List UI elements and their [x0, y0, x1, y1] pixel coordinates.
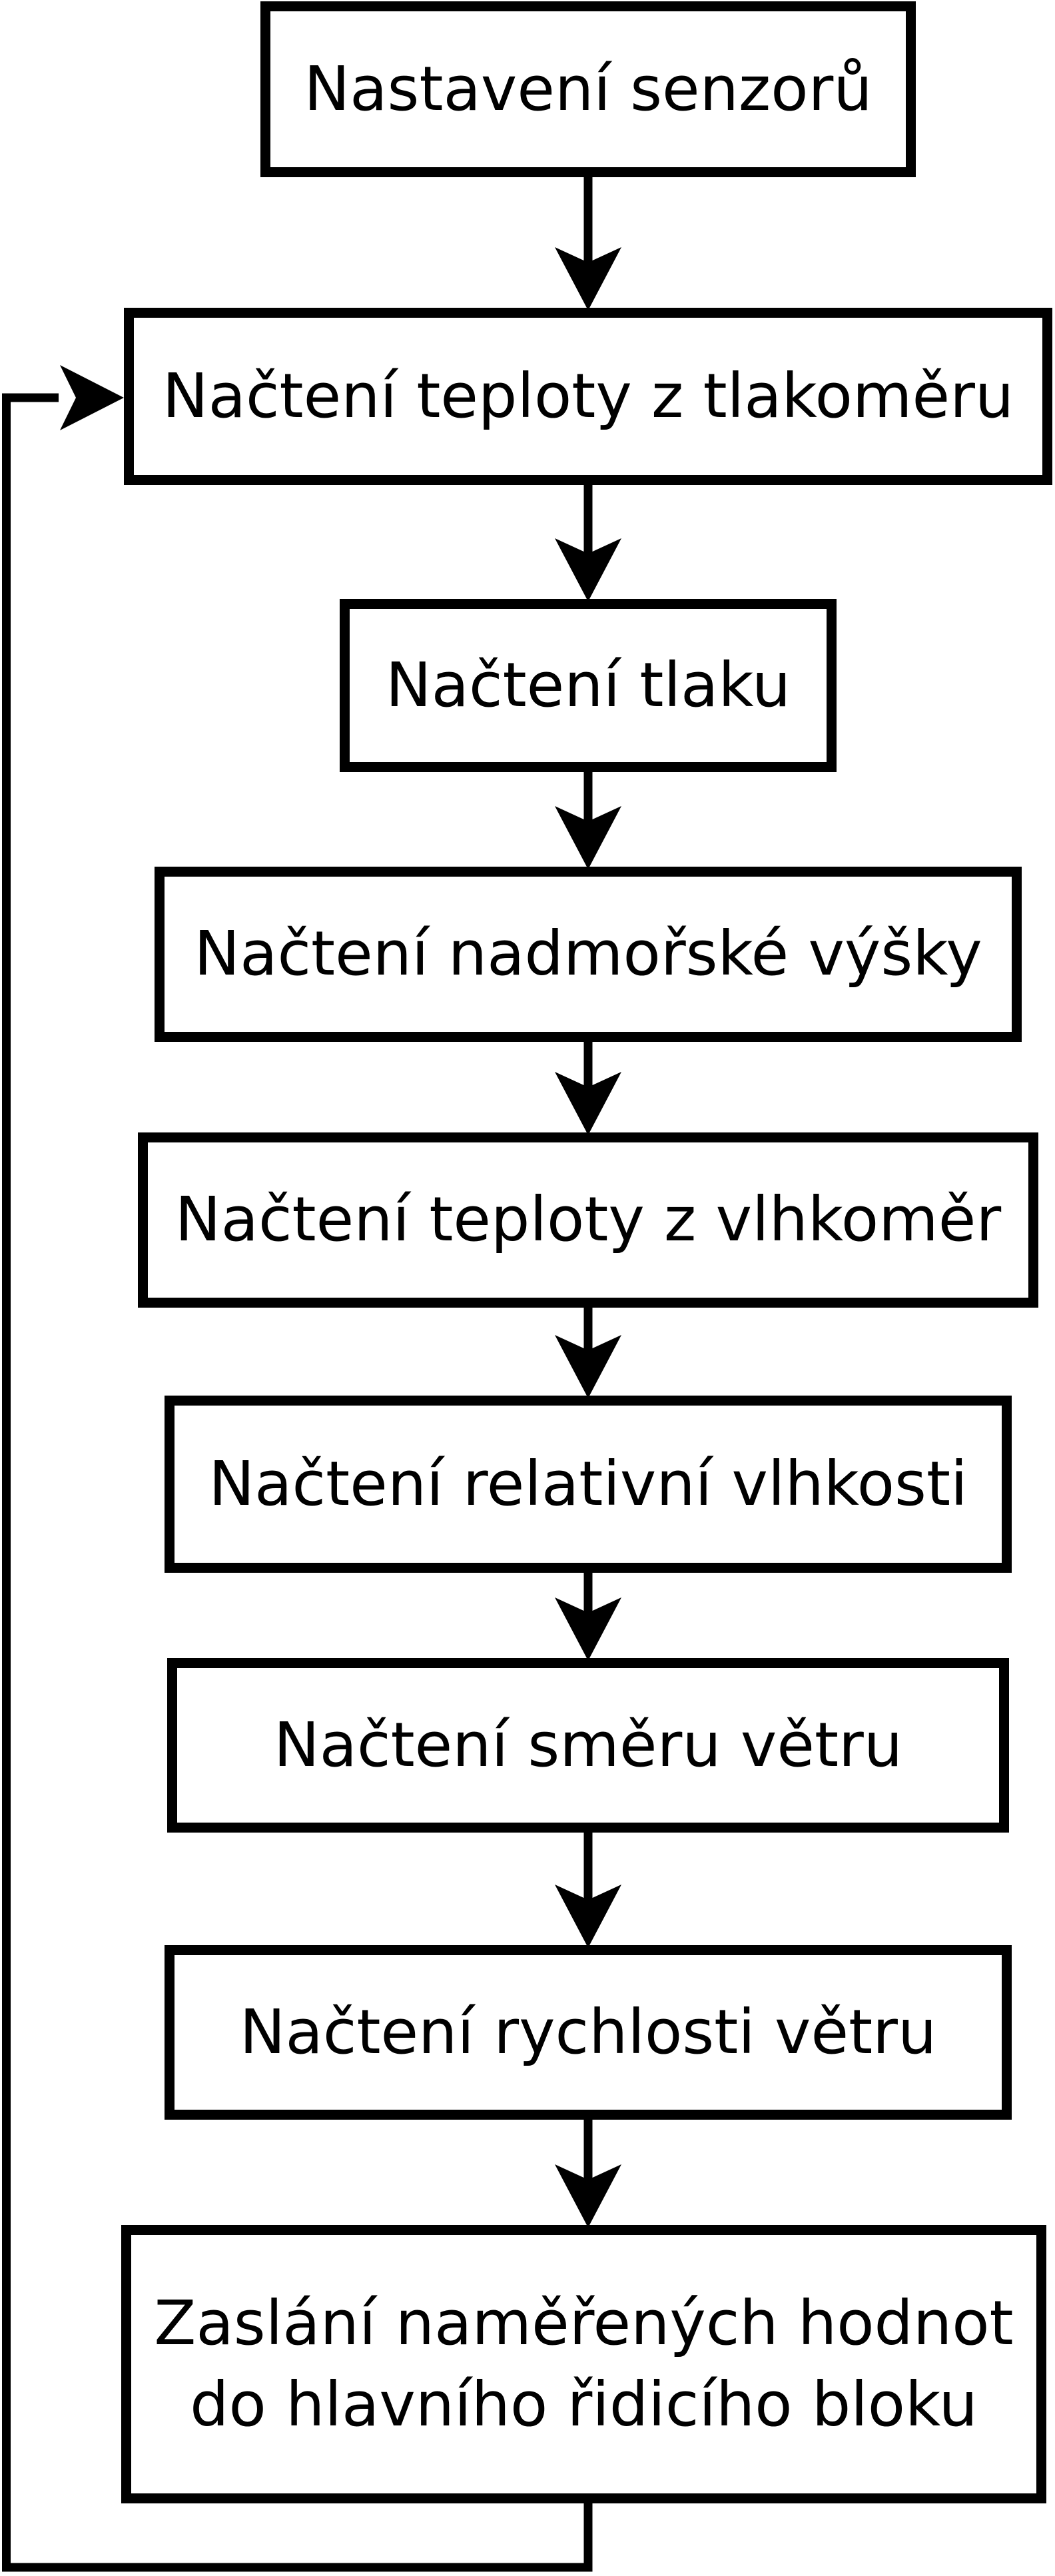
edge-n1-n2 — [555, 176, 621, 310]
edge-n6-n7 — [555, 1571, 621, 1661]
edge-n5-n6 — [555, 1306, 621, 1398]
node-label: Načtení relativní vlhkosti — [208, 1448, 968, 1519]
node-label: Načtení směru větru — [273, 1709, 903, 1781]
flow-node-nastaveni-senzoru: Nastavení senzorů — [260, 1, 916, 177]
arrowhead-down-icon — [555, 1335, 621, 1398]
arrowhead-down-icon — [555, 1885, 621, 1948]
flow-node-zaslani-namerenych-hodnot: Zaslání naměřených hodnot do hlavního ři… — [121, 2225, 1046, 2503]
node-label: Načtení teploty z vlhkoměr — [175, 1184, 1002, 1256]
flow-node-nacteni-rychlosti-vetru: Načtení rychlosti větru — [165, 1945, 1012, 2120]
node-label-line-1: Zaslání naměřených hodnot — [154, 2287, 1014, 2359]
arrowhead-down-icon — [555, 1597, 621, 1661]
edge-n7-n8 — [555, 1831, 621, 1948]
node-label-line-2: do hlavního řidicího bloku — [190, 2369, 978, 2440]
arrowhead-down-icon — [555, 806, 621, 869]
flow-node-nacteni-smeru-vetru: Načtení směru větru — [167, 1658, 1009, 1833]
flow-node-nacteni-teploty-z-tlakomeru: Načtení teploty z tlakoměru — [124, 308, 1052, 485]
edge-n2-n3 — [555, 484, 621, 602]
arrowhead-down-icon — [555, 1072, 621, 1135]
edge-n4-n5 — [555, 1041, 621, 1135]
edge-n8-n9 — [555, 2118, 621, 2228]
flow-node-nacteni-relativni-vlhkosti: Načtení relativní vlhkosti — [165, 1396, 1012, 1573]
node-label: Nastavení senzorů — [304, 53, 873, 125]
edge-n3-n4 — [555, 771, 621, 869]
arrowhead-down-icon — [555, 247, 621, 310]
edge-loop-n9-n2 — [2, 365, 593, 2572]
flow-node-nacteni-teploty-z-vlhkomeru: Načtení teploty z vlhkoměr — [138, 1132, 1038, 1308]
arrowhead-down-icon — [555, 2164, 621, 2228]
arrowhead-right-icon — [60, 365, 124, 430]
node-label: Načtení nadmořské výšky — [194, 918, 982, 990]
arrowhead-down-icon — [555, 538, 621, 602]
node-label: Načtení rychlosti větru — [239, 1996, 937, 2068]
loop-line — [2, 393, 593, 2572]
flow-node-nacteni-nadmorske-vysky: Načtení nadmořské výšky — [155, 867, 1022, 1042]
node-label: Načtení teploty z tlakoměru — [162, 360, 1014, 432]
node-label: Načtení tlaku — [385, 649, 791, 721]
flow-node-nacteni-tlaku: Načtení tlaku — [340, 599, 837, 772]
